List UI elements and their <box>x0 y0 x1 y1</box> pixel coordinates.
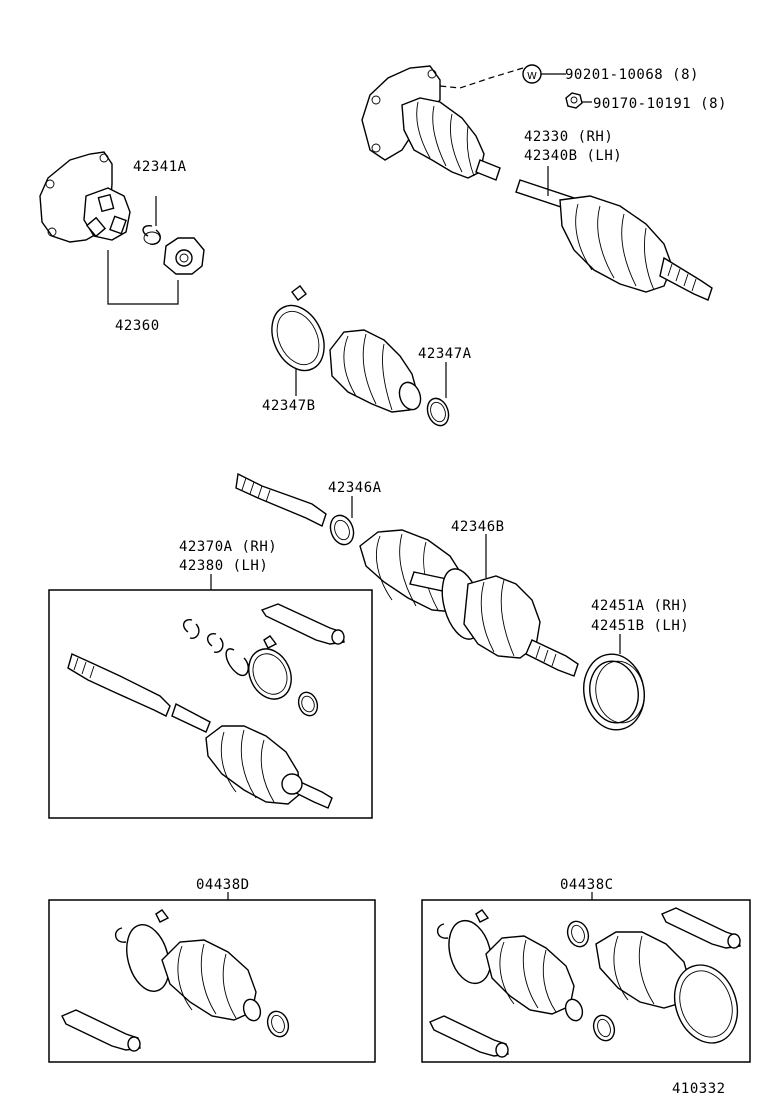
washer-and-nut: W <box>439 64 592 109</box>
inboard-shaft-assembly <box>235 472 579 677</box>
washer-icon: W <box>527 71 537 82</box>
label-42347a: 42347A <box>418 346 472 362</box>
label-42451a: 42451A (RH) <box>591 598 689 614</box>
boot-kit-c-parts <box>429 907 741 1058</box>
label-42341a: 42341A <box>133 159 187 175</box>
drive-shaft-assembly-upper <box>361 65 713 301</box>
label-90201-10068: 90201-10068 (8) <box>565 67 699 83</box>
dust-seal <box>583 634 645 731</box>
boot-and-clamp-set <box>271 285 450 427</box>
label-42380: 42380 (LH) <box>179 558 268 574</box>
label-90170-10191: 90170-10191 (8) <box>593 96 727 112</box>
label-04438c: 04438C <box>560 877 614 893</box>
shaft-assembly-box <box>48 589 373 819</box>
boot-kit-box-d <box>48 899 376 1063</box>
label-42346a: 42346A <box>328 480 382 496</box>
label-42347b: 42347B <box>262 398 316 414</box>
diagram-code: 410332 <box>672 1081 726 1097</box>
joint-housing-assembly <box>39 151 205 305</box>
label-04438d: 04438D <box>196 877 250 893</box>
boot-kit-d-parts <box>61 909 290 1052</box>
label-42451b: 42451B (LH) <box>591 618 689 634</box>
label-42330: 42330 (RH) <box>524 129 613 145</box>
label-42340b: 42340B (LH) <box>524 148 622 164</box>
label-42346b: 42346B <box>451 519 505 535</box>
boot-kit-box-c <box>421 899 751 1063</box>
shaft-assembly-kit-parts <box>67 603 345 809</box>
label-42360: 42360 <box>115 318 160 334</box>
label-42370a: 42370A (RH) <box>179 539 277 555</box>
part-labels: 90201-10068 (8) 90170-10191 (8) 42330 (R… <box>115 67 727 1097</box>
